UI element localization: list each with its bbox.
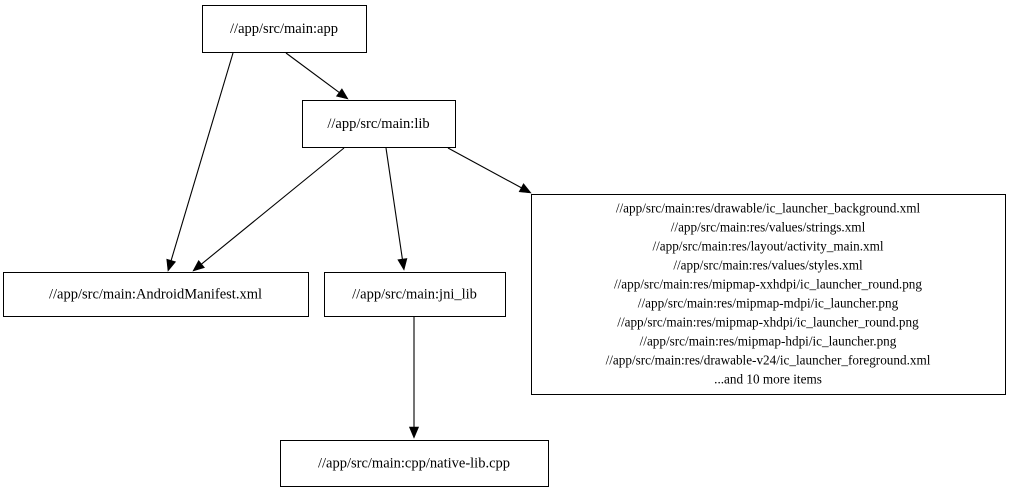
- node-label-line: //app/src/main:res/drawable-v24/ic_launc…: [606, 353, 931, 368]
- edge-line: [201, 147, 345, 265]
- edge-line: [170, 52, 234, 261]
- node-label: //app/src/main:app: [230, 21, 338, 37]
- node-label-line: //app/src/main:res/values/styles.xml: [673, 258, 863, 273]
- edge-arrowhead: [192, 259, 205, 272]
- node-label-line: //app/src/main:res/mipmap-hdpi/ic_launch…: [640, 334, 897, 349]
- graph-edge-lib-to-resources: [447, 147, 532, 194]
- graph-edge-app-to-manifest: [166, 52, 234, 272]
- node-box: [3, 272, 309, 317]
- node-box: [324, 272, 506, 317]
- node-label: //app/src/main:cpp/native-lib.cpp: [318, 455, 510, 471]
- node-label-line: //app/src/main:res/mipmap-mdpi/ic_launch…: [638, 296, 899, 311]
- node-label-line: //app/src/main:res/values/strings.xml: [671, 220, 866, 235]
- node-label-line: //app/src/main:res/mipmap-xxhdpi/ic_laun…: [614, 277, 922, 292]
- nodes-layer: //app/src/main:app //app/src/main:lib //ap…: [3, 5, 549, 487]
- graph-node-lib[interactable]: //app/src/main:lib: [302, 100, 456, 148]
- node-label: //app/src/main:jni_lib: [352, 286, 477, 302]
- cluster-node-layer: //app/src/main:res/drawable/ic_launcher_…: [531, 194, 1006, 395]
- edges-layer: [166, 52, 532, 439]
- edge-arrowhead: [166, 258, 177, 272]
- node-label-line: //app/src/main:res/mipmap-xhdpi/ic_launc…: [617, 315, 919, 330]
- edge-arrowhead: [397, 258, 408, 271]
- graph-edge-jni_lib-to-native_lib: [408, 317, 420, 439]
- graph-edge-app-to-lib: [285, 52, 349, 100]
- graph-edge-lib-to-manifest: [192, 147, 345, 272]
- edge-line: [385, 147, 403, 260]
- node-box: [202, 5, 367, 53]
- graph-node-manifest[interactable]: //app/src/main:AndroidManifest.xml: [3, 272, 309, 317]
- node-label: //app/src/main:AndroidManifest.xml: [49, 286, 262, 302]
- graph-node-jni_lib[interactable]: //app/src/main:jni_lib: [324, 272, 506, 317]
- graph-node-app[interactable]: //app/src/main:app: [202, 5, 367, 53]
- edge-arrowhead: [408, 426, 420, 439]
- node-label: //app/src/main:lib: [327, 116, 429, 132]
- node-box: [531, 194, 1006, 395]
- edge-arrowhead: [518, 183, 532, 194]
- node-box: [302, 100, 456, 148]
- edge-arrowhead: [335, 88, 349, 100]
- graph-edge-lib-to-jni_lib: [385, 147, 408, 271]
- graph-node-resources[interactable]: //app/src/main:res/drawable/ic_launcher_…: [531, 194, 1006, 395]
- edge-line: [285, 52, 340, 93]
- node-label-line: ...and 10 more items: [714, 372, 822, 387]
- node-box: [280, 440, 549, 487]
- node-label-line: //app/src/main:res/drawable/ic_launcher_…: [616, 201, 921, 216]
- graph-node-native_lib[interactable]: //app/src/main:cpp/native-lib.cpp: [280, 440, 549, 487]
- node-label-line: //app/src/main:res/layout/activity_main.…: [652, 239, 883, 254]
- edge-line: [447, 147, 522, 189]
